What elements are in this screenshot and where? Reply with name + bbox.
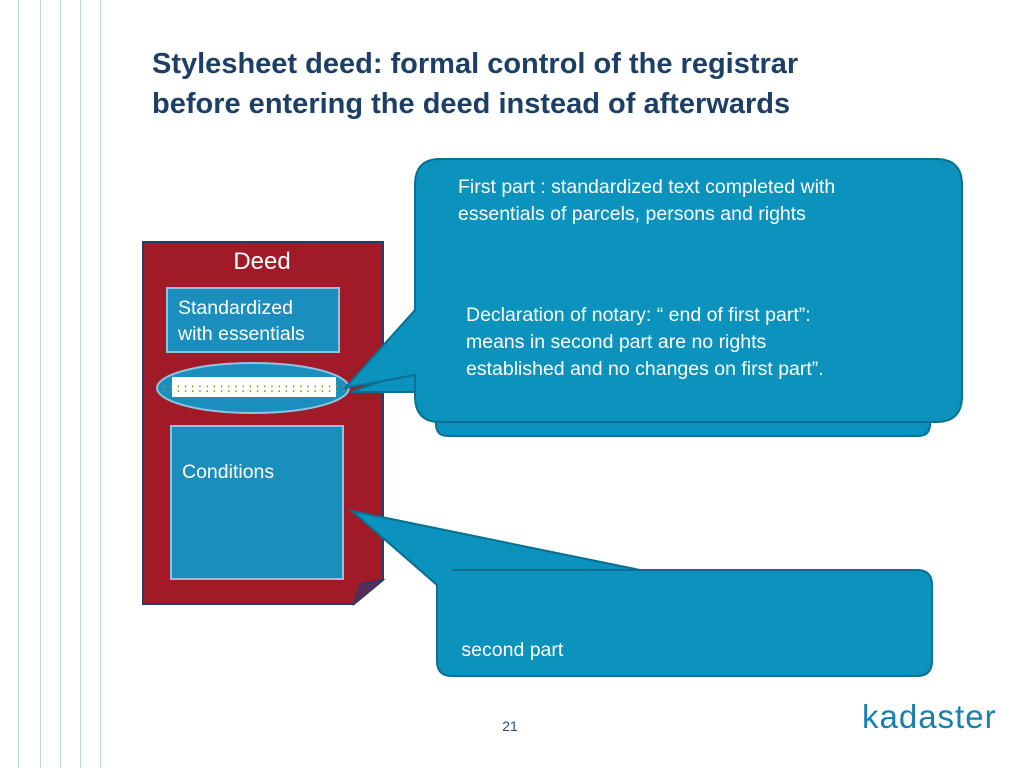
text-line: second part (456, 639, 564, 661)
text-line: means in second part are no rights (466, 331, 767, 353)
slide-title-line: Stylesheet deed: formal control of the r… (152, 48, 799, 80)
second-part-text: second part • free text (456, 583, 563, 772)
first-part-text: First part : standardized text completed… (458, 174, 835, 228)
text-line: First part : standardized text completed… (458, 176, 836, 198)
text-line: • free text (456, 720, 539, 742)
declaration-text: Declaration of notary: “ end of first pa… (466, 302, 824, 383)
deed-folded-corner (352, 578, 386, 607)
slide-title-line: before entering the deed instead of afte… (152, 88, 791, 120)
second-part-callout (348, 509, 933, 677)
text-line: Declaration of notary: “ end of first pa… (466, 304, 811, 326)
deed-label: Deed (233, 248, 291, 275)
text-line: essentials of parcels, persons and right… (458, 203, 806, 225)
margin-line (18, 0, 19, 768)
separator-strip (172, 377, 336, 397)
text-line: established and no changes on first part… (466, 358, 824, 380)
page-number: 21 (502, 718, 518, 734)
separator-dots: :::::::::::::::::::::::::: (160, 382, 347, 396)
standardized-line: Standardized (178, 297, 293, 319)
margin-line (40, 0, 41, 768)
conditions-box: Conditions (170, 425, 344, 580)
kadaster-logo: kadaster (862, 698, 997, 735)
standardized-line: with essentials (178, 323, 305, 345)
margin-line (100, 0, 101, 768)
margin-line (60, 0, 61, 768)
conditions-label: Conditions (182, 461, 275, 483)
slide-title: Stylesheet deed: formal control of the r… (152, 44, 972, 124)
first-part-callout (342, 158, 963, 423)
margin-line (80, 0, 81, 768)
standardized-box: Standardized with essentials (166, 287, 340, 353)
